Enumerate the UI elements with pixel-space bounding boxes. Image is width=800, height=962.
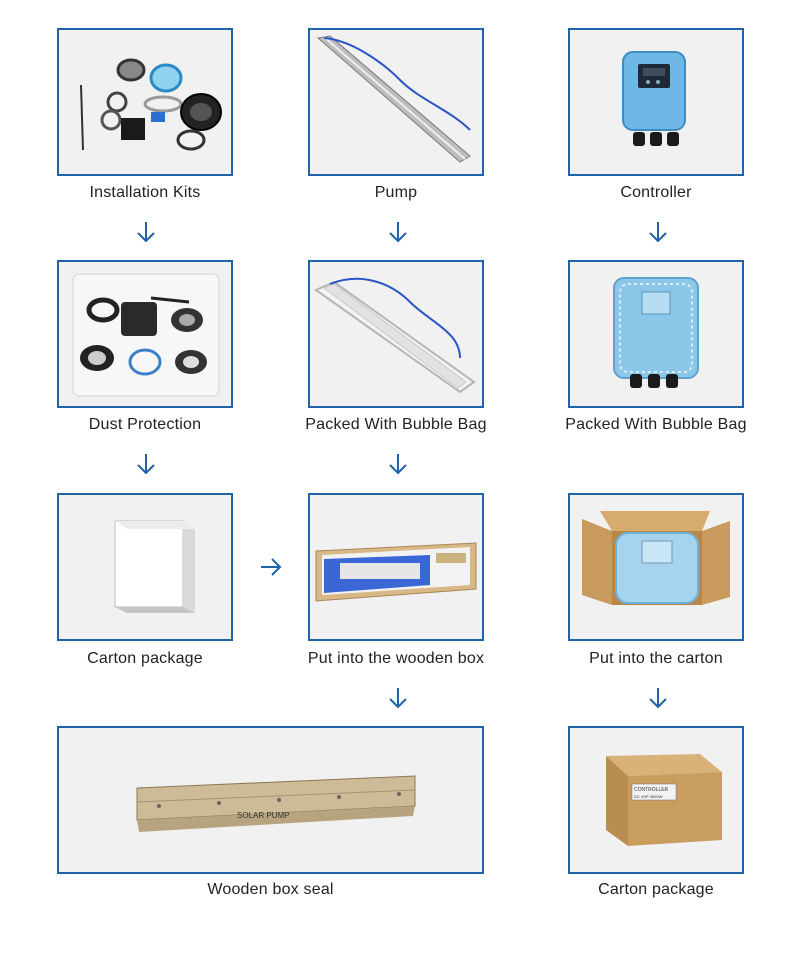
step-caption: Pump xyxy=(374,184,418,201)
into-carton-photo xyxy=(568,493,744,641)
carton-label-text: CONTROLLER xyxy=(634,787,669,793)
controller-bubble-bag-photo xyxy=(568,260,744,408)
pump-photo xyxy=(308,28,484,176)
step-caption: Carton package xyxy=(598,881,714,898)
step-caption: Wooden box seal xyxy=(207,881,334,898)
arrow-down-icon xyxy=(389,454,407,475)
step-caption: Carton package xyxy=(87,650,203,667)
wooden-box-seal-photo: SOLAR PUMP xyxy=(57,726,484,874)
step-caption: Put into the carton xyxy=(589,650,723,667)
arrow-down-icon xyxy=(649,222,667,243)
step-caption: Put into the wooden box xyxy=(307,650,485,667)
step-caption: Dust Protection xyxy=(88,416,202,433)
arrow-down-icon xyxy=(649,688,667,709)
step-caption: Packed With Bubble Bag xyxy=(565,416,747,433)
step-caption: Packed With Bubble Bag xyxy=(305,416,487,433)
arrow-down-icon xyxy=(389,688,407,709)
step-caption: Controller xyxy=(620,184,692,201)
box-stencil-text: SOLAR PUMP xyxy=(237,811,289,820)
arrow-right-icon xyxy=(261,558,282,576)
step-caption: Installation Kits xyxy=(89,184,201,201)
carton-package-photo xyxy=(57,493,233,641)
wooden-box-photo xyxy=(308,493,484,641)
arrow-down-icon xyxy=(137,454,155,475)
controller-photo xyxy=(568,28,744,176)
dust-protection-photo xyxy=(57,260,233,408)
installation-kits-photo xyxy=(57,28,233,176)
arrow-down-icon xyxy=(137,222,155,243)
pump-bubble-bag-photo xyxy=(308,260,484,408)
arrow-down-icon xyxy=(389,222,407,243)
carton-package-final-photo: CONTROLLER DC 1HP 4000W xyxy=(568,726,744,874)
carton-label-text: DC 1HP 4000W xyxy=(634,794,663,799)
